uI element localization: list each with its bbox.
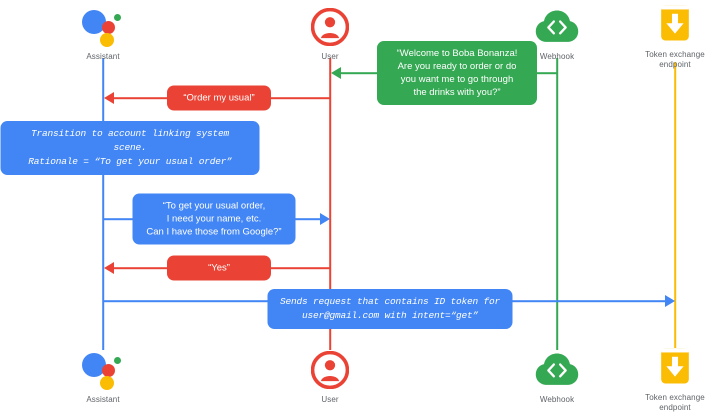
actor-token-endpoint-bottom[interactable]: Token exchange endpoint xyxy=(615,346,725,413)
arrow-head-need-name xyxy=(320,213,330,225)
user-avatar-icon xyxy=(270,348,390,392)
arrow-head-sends-request xyxy=(665,295,675,307)
actor-token-endpoint-top[interactable]: Token exchange endpoint xyxy=(615,3,725,70)
message-line: “To get your usual order, xyxy=(162,200,266,212)
message-bubble-sends-request: Sends request that contains ID token for… xyxy=(267,289,513,329)
message-line: I need your name, etc. xyxy=(166,213,262,225)
message-bubble-transition-note: Transition to account linking system sce… xyxy=(0,121,260,175)
assistant-dot-green xyxy=(114,14,121,21)
message-line: “Order my usual” xyxy=(183,92,255,104)
message-line: Sends request that contains ID token for xyxy=(279,296,501,307)
arrow-head-yes xyxy=(104,262,114,274)
lifeline-webhook xyxy=(556,58,558,350)
actor-webhook-top[interactable]: Webhook xyxy=(497,5,617,62)
arrow-head-welcome xyxy=(331,67,341,79)
actor-label-assistant: Assistant xyxy=(86,395,120,404)
lifeline-assistant xyxy=(102,58,104,350)
actor-user-top[interactable]: User xyxy=(270,5,390,62)
assistant-dot-red xyxy=(102,364,115,377)
message-line: Rationale = “To get your usual order” xyxy=(28,156,232,167)
message-line: Can I have those from Google?” xyxy=(146,226,282,238)
cloud-code-icon xyxy=(497,348,617,392)
message-bubble-need-name: “To get your usual order, I need your na… xyxy=(132,193,296,245)
lifeline-token-endpoint xyxy=(674,62,676,348)
assistant-dot-green xyxy=(114,357,121,364)
actor-assistant-bottom[interactable]: Assistant xyxy=(43,348,163,405)
message-line: the drinks with you?” xyxy=(413,87,501,98)
user-avatar-icon xyxy=(270,5,390,49)
actor-label-assistant: Assistant xyxy=(86,52,120,61)
message-bubble-yes: “Yes” xyxy=(167,255,271,281)
assistant-dot-yellow xyxy=(100,33,114,47)
message-bubble-order-my-usual: “Order my usual” xyxy=(167,85,271,111)
assistant-dot-yellow xyxy=(100,376,114,390)
lifeline-user xyxy=(329,58,331,350)
token-download-icon xyxy=(615,3,725,47)
actor-label-user: User xyxy=(321,52,339,61)
actor-assistant-top[interactable]: Assistant xyxy=(43,5,163,62)
arrow-head-order-my-usual xyxy=(104,92,114,104)
message-line: Are you ready to order or do xyxy=(397,61,517,72)
actor-user-bottom[interactable]: User xyxy=(270,348,390,405)
actor-webhook-bottom[interactable]: Webhook xyxy=(497,348,617,405)
message-line: “Welcome to Boba Bonanza! xyxy=(396,48,518,59)
message-line: user@gmail.com with intent=“get” xyxy=(301,310,479,321)
actor-label-token-endpoint: Token exchange endpoint xyxy=(645,393,705,412)
google-assistant-icon xyxy=(43,348,163,392)
message-line: you want me to go through xyxy=(400,74,514,85)
message-line: “Yes” xyxy=(208,262,230,274)
actor-label-webhook: Webhook xyxy=(539,395,575,404)
actor-label-user: User xyxy=(321,395,339,404)
actor-label-token-endpoint: Token exchange endpoint xyxy=(645,50,705,69)
actor-label-webhook: Webhook xyxy=(539,52,575,61)
assistant-dot-red xyxy=(102,21,115,34)
google-assistant-icon xyxy=(43,5,163,49)
message-line: Transition to account linking system sce… xyxy=(30,128,230,153)
cloud-code-icon xyxy=(497,5,617,49)
token-download-icon xyxy=(615,346,725,390)
message-bubble-welcome: “Welcome to Boba Bonanza! Are you ready … xyxy=(377,41,537,105)
